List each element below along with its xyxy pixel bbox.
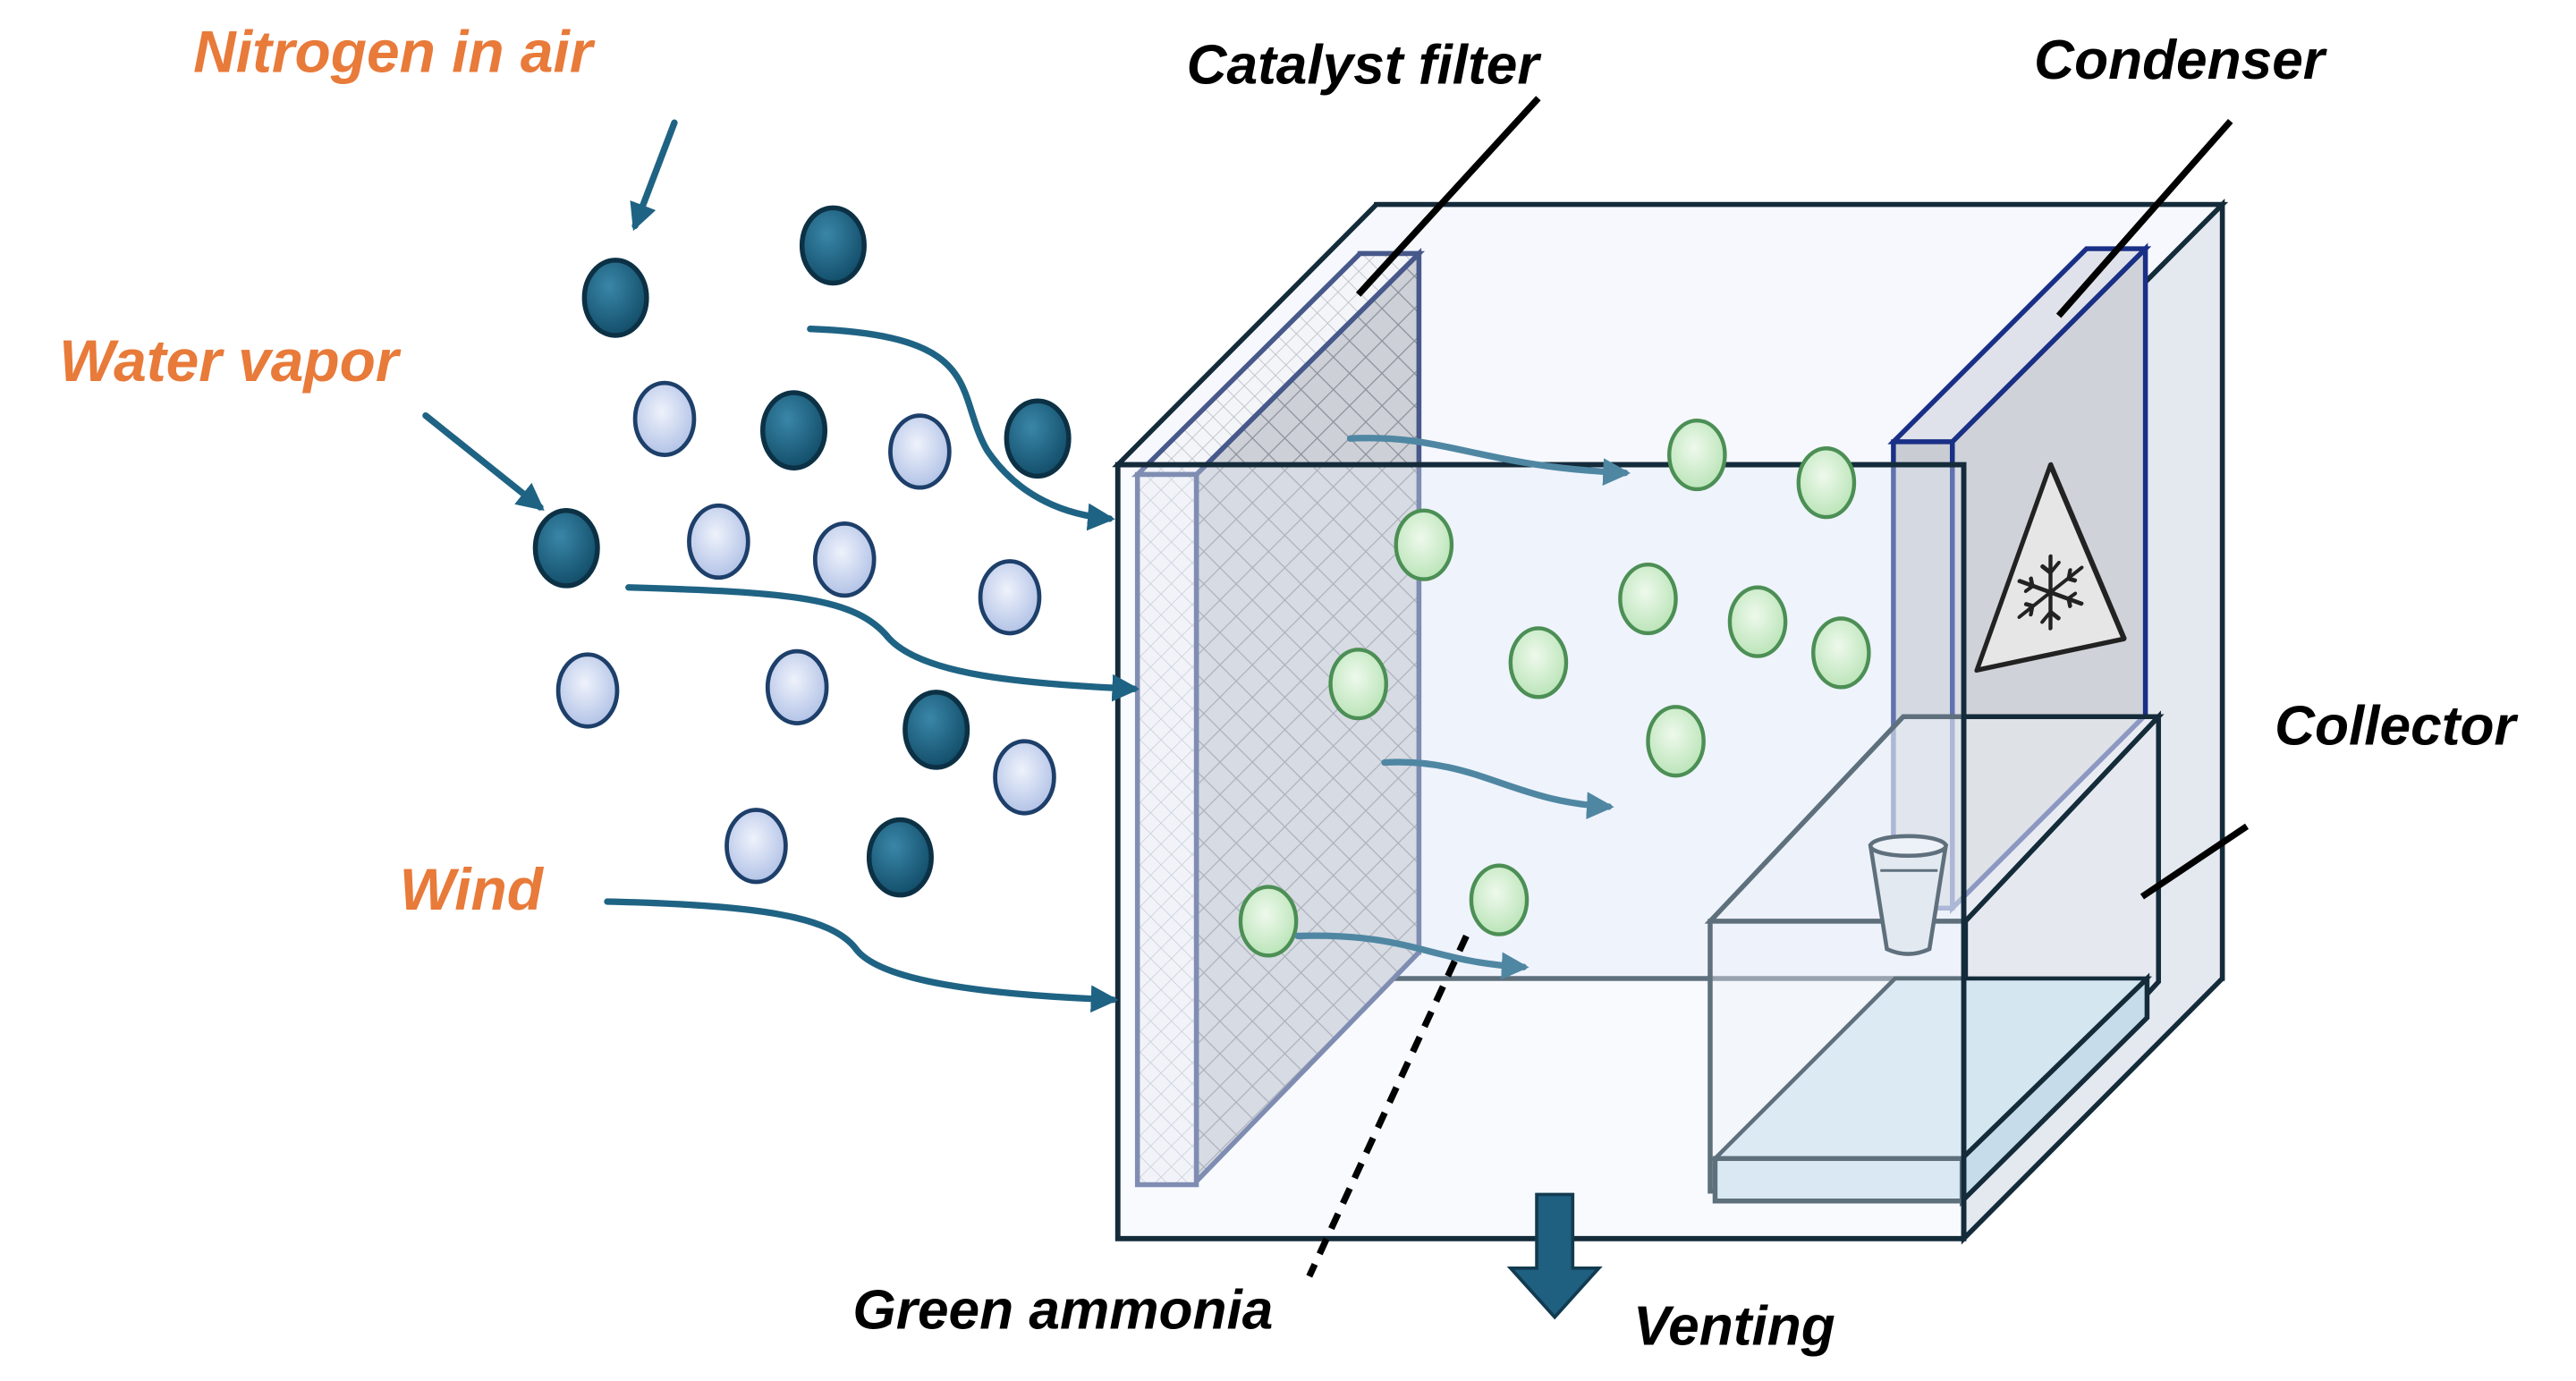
ammonia-leader-line bbox=[1306, 934, 1470, 1278]
ammonia-molecule bbox=[1667, 418, 1727, 492]
ammonia-molecule bbox=[1811, 616, 1871, 690]
ammonia-molecule bbox=[1796, 446, 1857, 520]
nitrogen-label: Nitrogen in air bbox=[193, 18, 596, 84]
ammonia-molecule bbox=[1469, 863, 1530, 936]
water-molecule bbox=[632, 380, 697, 457]
water-molecule bbox=[812, 521, 877, 598]
internal-arrow-bottom bbox=[1294, 932, 1530, 980]
catalyst-leader-line bbox=[1355, 96, 1541, 297]
catalyst-filter-label: Catalyst filter bbox=[1187, 34, 1543, 96]
water-pointer-arrow bbox=[422, 412, 545, 511]
internal-arrow-top bbox=[1346, 435, 1631, 486]
ammonia-molecules bbox=[1238, 418, 1871, 958]
nitrogen-molecule bbox=[581, 258, 649, 338]
nitrogen-molecules bbox=[532, 205, 1072, 898]
venting-label: Venting bbox=[1633, 1296, 1835, 1358]
water-molecule bbox=[724, 808, 788, 885]
snowflake-warning-triangle-icon bbox=[1974, 462, 2127, 674]
water-molecule bbox=[555, 652, 620, 729]
water-vapor-molecules bbox=[555, 380, 1056, 885]
wind-flow-arrow bbox=[604, 898, 1119, 1013]
nitrogen-molecule bbox=[799, 205, 867, 286]
ammonia-molecule bbox=[1727, 585, 1788, 658]
water-molecule bbox=[687, 503, 750, 580]
nitrogen-molecule bbox=[1004, 398, 1072, 479]
ammonia-molecule bbox=[1328, 648, 1388, 721]
labels: Nitrogen in air Water vapor Wind Catalys… bbox=[59, 18, 2519, 1357]
nitrogen-molecule bbox=[902, 690, 970, 770]
leader-lines bbox=[1306, 96, 2250, 1278]
collector-label: Collector bbox=[2275, 695, 2519, 757]
down-arrow-icon bbox=[1506, 1192, 1603, 1320]
condenser-label: Condenser bbox=[2034, 30, 2328, 91]
nitrogen-molecule bbox=[760, 390, 828, 470]
water-molecule bbox=[765, 648, 829, 725]
internal-arrow-middle bbox=[1381, 758, 1614, 819]
wind-label: Wind bbox=[400, 856, 545, 922]
nitrogen-molecule bbox=[866, 817, 934, 898]
collector bbox=[1704, 710, 2165, 1207]
nitrogen-pointer-arrow bbox=[630, 119, 678, 232]
green-ammonia-label: Green ammonia bbox=[852, 1279, 1273, 1341]
funnel-cup bbox=[1868, 834, 1949, 956]
catalyst-filter-front-face bbox=[1134, 471, 1199, 1188]
ammonia-molecule bbox=[1394, 508, 1454, 581]
ammonia-molecule bbox=[1238, 885, 1299, 958]
airflow-arrows bbox=[422, 119, 1140, 1013]
water-molecule bbox=[978, 559, 1042, 636]
ammonia-molecule bbox=[1618, 562, 1678, 636]
water-molecule bbox=[993, 739, 1056, 816]
water-molecule bbox=[888, 413, 952, 490]
internal-flow-arrows bbox=[1294, 435, 1631, 980]
upper-flow-arrow bbox=[807, 326, 1115, 531]
water-vapor-label: Water vapor bbox=[59, 327, 402, 394]
enclosure-front-face bbox=[1114, 462, 1967, 1241]
ammonia-molecule bbox=[1646, 705, 1706, 778]
nitrogen-molecule bbox=[532, 508, 600, 589]
middle-flow-arrow bbox=[625, 584, 1140, 702]
collector-leader-line bbox=[2140, 823, 2250, 900]
condenser-leader-line bbox=[2055, 118, 2233, 318]
ammonia-molecule bbox=[1508, 626, 1569, 699]
